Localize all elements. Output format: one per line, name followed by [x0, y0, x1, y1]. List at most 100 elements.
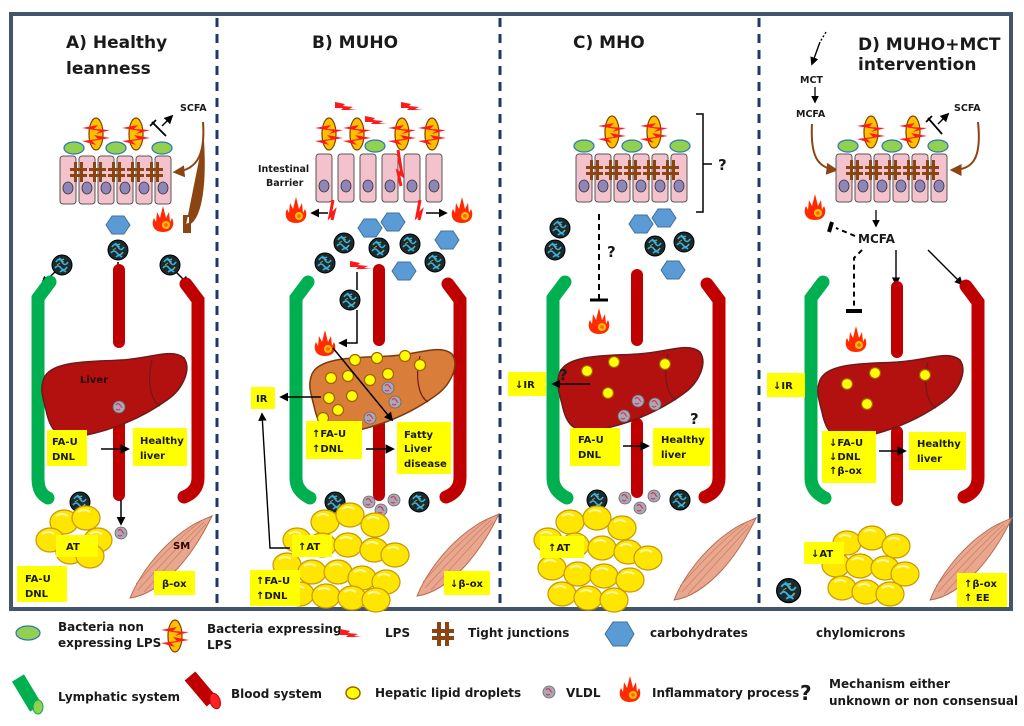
panel-b-ir-label: IR [256, 394, 268, 405]
bacteria-non-lps-icon [669, 139, 691, 153]
legend-item-bacteria-non-lps: Bacteria non expressing LPS [15, 620, 161, 650]
bacteria-non-lps-icon [364, 139, 386, 153]
legend-item-tight-junctions: Tight junctions [432, 622, 569, 646]
panel-c-liver-box [570, 428, 620, 466]
panel-a-liver-label: Liver [80, 375, 108, 386]
legend-label: carbohydrates [650, 626, 748, 640]
panel-a: A) Healthy leanness SCFA Liver FA-U [17, 33, 213, 602]
panel-d-ir-box [767, 373, 805, 397]
legend-label: Blood system [231, 687, 322, 701]
panel-a-title-line2: leanness [66, 59, 151, 79]
lipid-droplet-icon [580, 364, 594, 378]
lipid-droplet-icon [918, 368, 932, 382]
legend-label: LPS [207, 638, 232, 652]
bracket [696, 113, 712, 213]
chylomicron-icon [424, 251, 446, 273]
scfa-brown-path [172, 121, 205, 178]
chylomicron-icon [333, 232, 355, 254]
panel-d-liver-box-line2: ↓DNL [829, 452, 861, 463]
panel-a-at-metab-line1: FA-U [25, 574, 51, 585]
blood-vessel-icon [184, 671, 218, 707]
vldl-icon [633, 501, 647, 515]
legend-label: Hepatic lipid droplets [375, 686, 521, 700]
panel-b-at-metab-line1: ↑FA-U [256, 576, 290, 587]
legend-item-blood: Blood system [184, 671, 322, 710]
legend-label: Bacteria non [58, 620, 144, 634]
panel-d-outcome-line1: Healthy [917, 439, 961, 450]
bacteria-non-lps-icon [881, 139, 903, 153]
panel-b-liver-box [306, 421, 362, 459]
panel-a-at-metab-box [17, 566, 67, 602]
panel-d-scfa-label: SCFA [954, 103, 981, 114]
bacteria-non-lps-icon [63, 141, 85, 155]
lymphatic-vessel [546, 275, 574, 505]
legend-item-lps: LPS [340, 626, 410, 640]
legend-label: Lymphatic system [58, 690, 180, 704]
panel-b-liver-box-line1: ↑FA-U [312, 429, 346, 440]
panel-d-outcome-line2: liver [917, 454, 942, 465]
carbohydrate-icon [391, 261, 417, 281]
panel-b-muscle-box [444, 571, 490, 595]
vldl-icon [387, 493, 401, 507]
blood-vessel-right [698, 277, 726, 504]
panel-d-at-label: ↓AT [811, 549, 833, 560]
legend-label: chylomicrons [816, 626, 905, 640]
panel-a-scfa-label: SCFA [180, 103, 207, 114]
vldl-icon [618, 491, 632, 505]
chylomicron-icon [644, 235, 666, 257]
panel-a-outcome-line1: Healthy [140, 436, 184, 447]
lipid-droplet-icon [868, 366, 882, 380]
legend-item-lipid-droplets: Hepatic lipid droplets [345, 686, 521, 700]
panel-d-ir-label: ↓IR [773, 381, 793, 392]
panel-b-muscle-box-line1: ↓β-ox [450, 579, 484, 590]
panel-a-outcome-box [133, 428, 187, 466]
vldl-icon [617, 409, 631, 423]
panel-d-mcfa-top-label: MCFA [796, 109, 826, 120]
bacteria-non-lps-icon [621, 139, 643, 153]
blood-vessel-right [957, 279, 985, 504]
panel-d-title-line1: D) MUHO+MCT [858, 35, 1001, 55]
carbohydrate-icon [604, 621, 635, 647]
chylomicron-icon [775, 577, 802, 604]
panel-a-liver-box [47, 430, 87, 466]
panel-b-title: B) MUHO [312, 33, 398, 53]
legend-item-chylomicrons: chylomicrons [775, 577, 905, 640]
chylomicron-icon [408, 491, 430, 513]
panel-a-muscle-box [154, 571, 195, 595]
panel-a-at-label: AT [66, 542, 80, 553]
chylomicron-icon [107, 239, 129, 261]
panel-b-at-metab-box [250, 570, 300, 606]
panel-b-at-box [292, 535, 332, 557]
lipid-droplet-icon [601, 386, 615, 400]
panel-b-barrier-label-line2: Barrier [266, 178, 304, 189]
panel-d-liver-box [822, 431, 876, 483]
lymphatic-vessel [31, 275, 57, 505]
panel-c-ir-label: ↓IR [515, 380, 535, 391]
vldl-icon [363, 411, 377, 425]
panel-a-muscle-label: SM [173, 541, 190, 552]
lymphatic-vessel [804, 275, 832, 505]
chylomicron-icon [368, 237, 390, 259]
legend: Bacteria non expressing LPS Bacteria exp… [11, 577, 1018, 715]
legend-item-vldl: VLDL [542, 685, 601, 700]
chylomicron-icon [399, 233, 421, 255]
panel-b-liver-box-line2: ↑DNL [312, 444, 344, 455]
vldl-icon [542, 685, 556, 699]
bacteria-non-lps-icon [927, 139, 949, 153]
legend-label: Tight junctions [468, 626, 569, 640]
vldl-icon [631, 394, 645, 408]
legend-label: unknown or non consensual [829, 694, 1018, 708]
lipid-droplet-icon [658, 357, 672, 371]
chylomicron-icon [673, 231, 695, 253]
lipid-droplet-icon [607, 355, 621, 369]
panel-b-outcome-line3: disease [404, 459, 447, 470]
panel-b-outcome-line2: Liver [404, 444, 432, 455]
panel-d-outcome-box [909, 432, 966, 470]
panel-d-mcfa-label: MCFA [858, 232, 896, 246]
chylomicron-icon [314, 252, 336, 274]
chylomicron-icon [339, 289, 361, 311]
lps-icon [340, 629, 362, 637]
carbohydrate-icon [380, 212, 406, 232]
panel-d-title-line2: intervention [858, 55, 976, 75]
